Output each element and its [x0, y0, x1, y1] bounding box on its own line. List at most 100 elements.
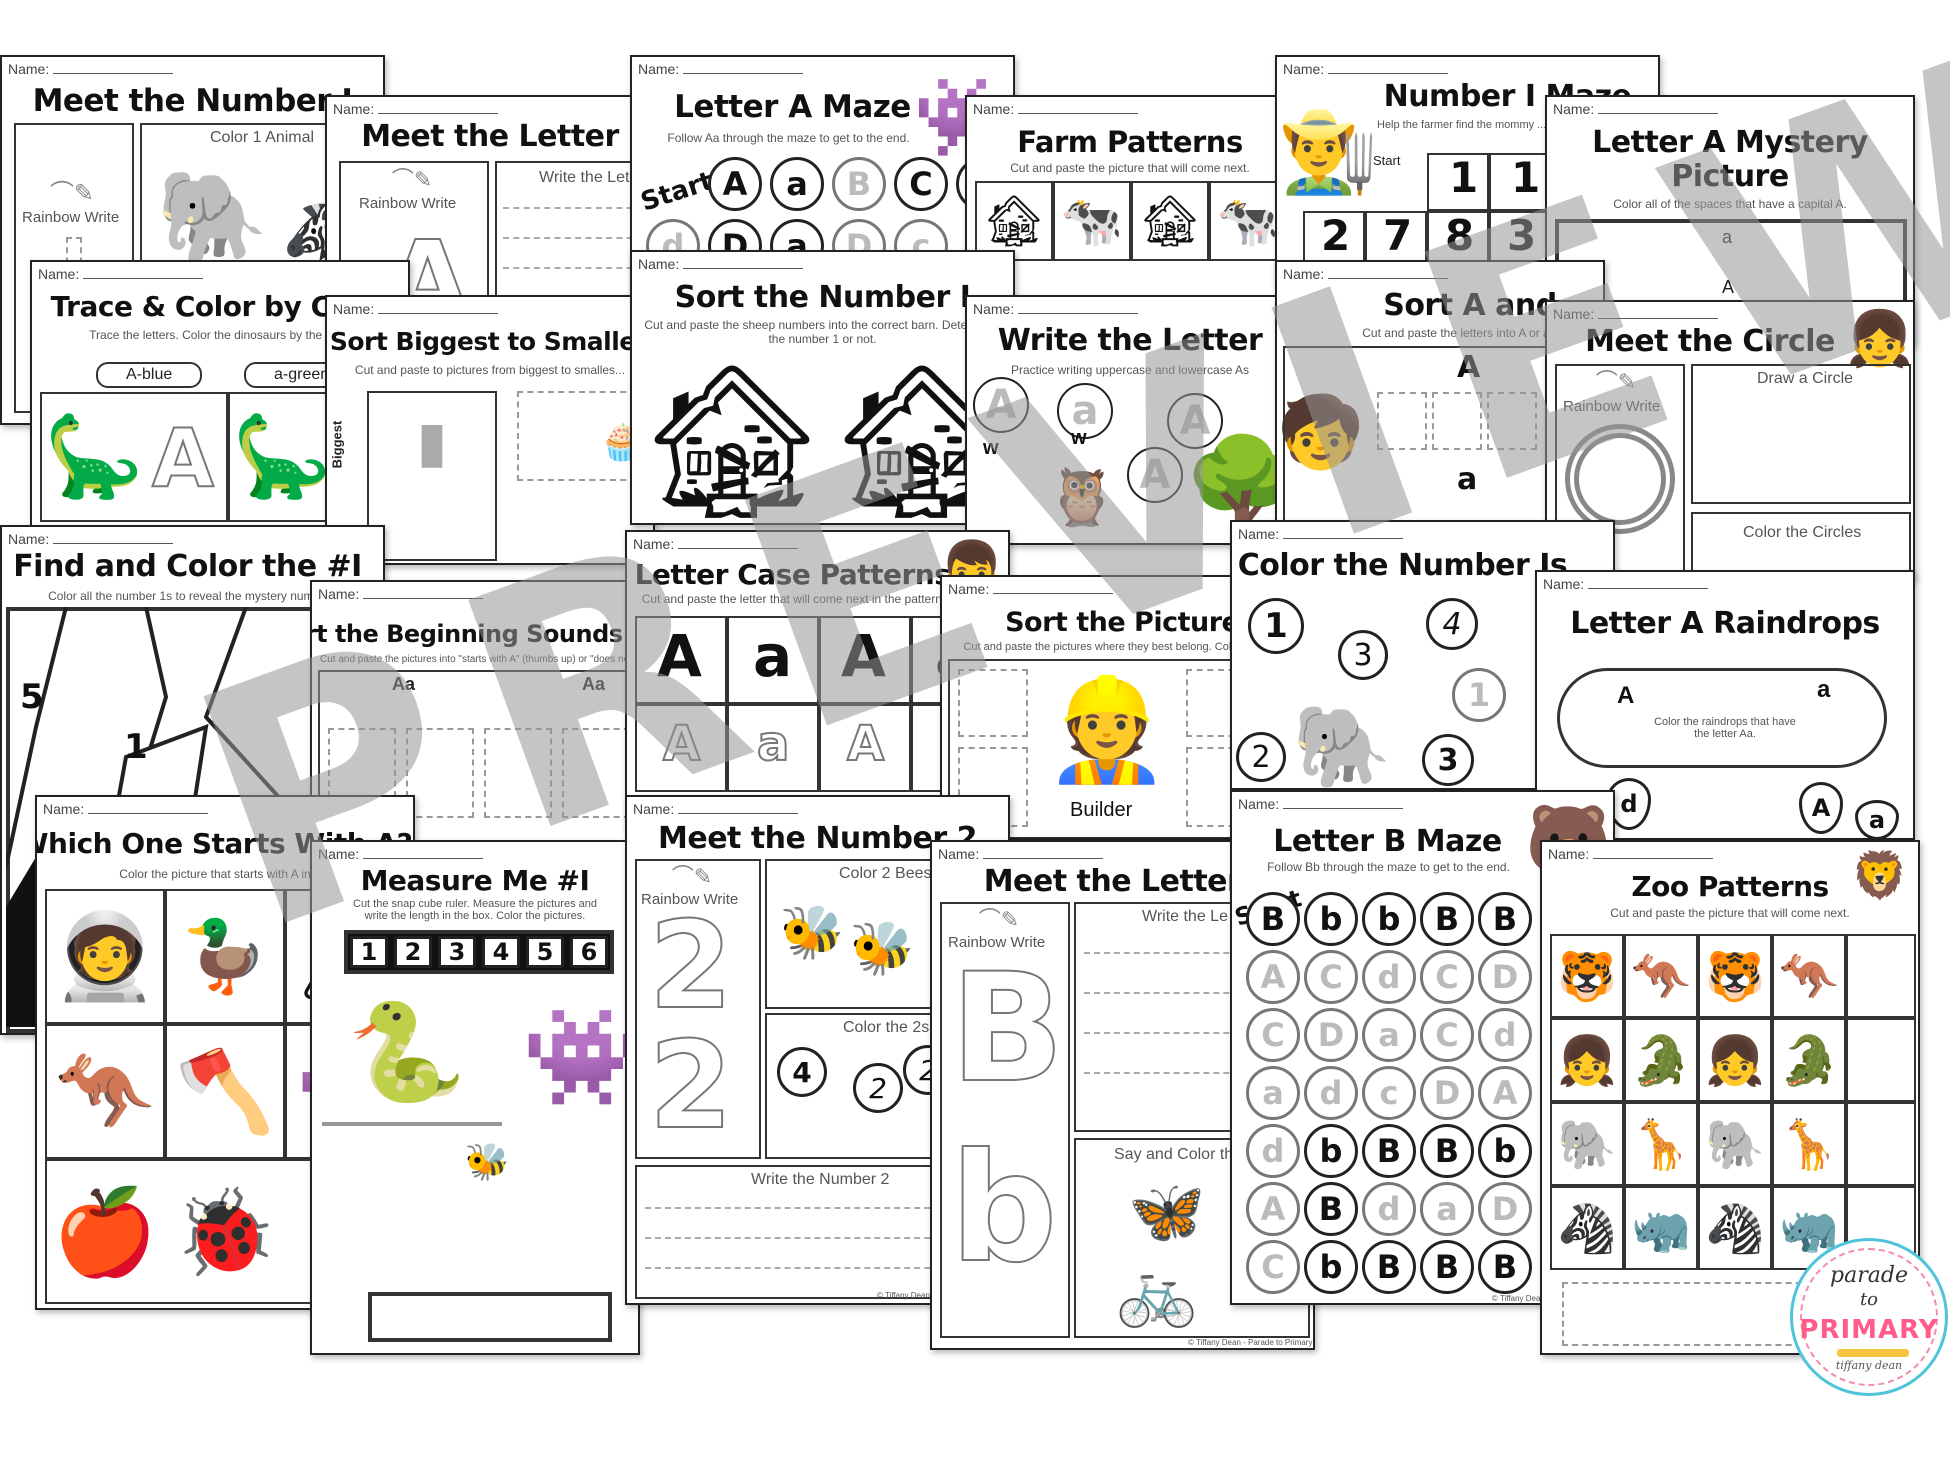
maze-circle: C	[1304, 950, 1358, 1004]
number-bubble: 1	[1248, 598, 1304, 654]
rainbow-icon: ⌒✎	[978, 908, 1020, 933]
trace-row	[503, 267, 643, 271]
name-label: Name:	[1283, 61, 1448, 77]
mystery-number: 5	[20, 677, 44, 717]
sheet-subtitle: Cut and paste the letter that will come …	[641, 592, 946, 606]
sheet-title: Sort the Beginning Sounds A	[312, 620, 638, 648]
name-label: Name:	[1543, 576, 1708, 592]
pattern-cell: 🦏	[1624, 1186, 1698, 1270]
sheet-title: Measure Me #I	[360, 864, 590, 897]
maze-circle: a	[1420, 1182, 1474, 1236]
sheet-title: Zoo Patterns	[1631, 870, 1829, 903]
sheet-title: Sort the Number I	[674, 280, 971, 315]
duck-icon: 🦆	[181, 914, 269, 997]
logo-signature: tiffany dean	[1835, 1359, 1903, 1372]
logo-line-1: parade	[1830, 1263, 1908, 1288]
answer-cell	[1846, 934, 1916, 1018]
name-label: Name:	[1553, 306, 1718, 322]
pattern-cell	[819, 704, 911, 792]
sheet-title: Letter A Mystery	[1592, 125, 1868, 160]
rainbow-label: Rainbow Write	[948, 934, 1046, 951]
pattern-cell	[635, 616, 727, 704]
pattern-cell	[635, 704, 727, 792]
number-bubble: 3	[1338, 630, 1388, 680]
sheet-subtitle: Follow Aa through the maze to get to the…	[667, 131, 910, 145]
cloud-letter: A	[1617, 682, 1635, 709]
name-label: Name:	[43, 801, 208, 817]
maze-circle: C	[1246, 1008, 1300, 1062]
sheet-subtitle: Follow Bb through the maze to get to the…	[1267, 860, 1510, 874]
girl-icon: 👧	[1846, 307, 1914, 370]
sort-heading-lower: a	[1457, 462, 1478, 497]
maze-circle: B	[1420, 1124, 1474, 1178]
snap-cube-ruler	[344, 930, 614, 974]
sheet-subtitle: Color the picture that starts with A in …	[119, 867, 331, 881]
trace-bubble: a	[1057, 383, 1113, 439]
sort-heading-upper: A	[1457, 350, 1481, 385]
trace-row	[1084, 992, 1299, 996]
sheet-title: Meet the Number I	[32, 83, 353, 119]
trace-row	[645, 1237, 990, 1241]
owl-icon: 🦉	[1047, 465, 1117, 530]
sheet-subtitle: Trace the letters. Color the dinosaurs b…	[89, 328, 351, 342]
cut-out-box	[1432, 392, 1482, 450]
rainbow-label: Rainbow Write	[1563, 398, 1661, 415]
mystery-number: 1	[124, 727, 148, 767]
builder-icon: 👷	[1044, 671, 1170, 788]
picture-cell	[165, 889, 285, 1024]
name-label: Name:	[38, 266, 203, 282]
pattern-cell: 🦘	[1624, 934, 1698, 1018]
cow-icon: 🐄	[1216, 191, 1280, 250]
sheet-title: Letter A Raindrops	[1570, 606, 1880, 641]
column-header: Aa	[392, 674, 416, 694]
brand-logo: parade to PRIMARY tiffany dean	[1790, 1238, 1948, 1396]
start-label: Start	[637, 166, 717, 218]
cut-strip	[1562, 1282, 1812, 1346]
maze-number: 7	[1383, 211, 1413, 260]
sort-column	[367, 391, 497, 561]
animal-icon: 🦒	[1631, 1116, 1691, 1173]
draw-panel	[1691, 364, 1911, 504]
sheet-title: Sort the Pictures	[1005, 607, 1255, 638]
snake-icon: 🐍	[347, 995, 467, 1108]
logo-ring	[1800, 1248, 1938, 1386]
sheet-title: Sort A and	[1383, 288, 1557, 323]
bee-icon: 🐝	[849, 918, 915, 979]
maze-circle: d	[1246, 1124, 1300, 1178]
sheet-measure-me: Name: Measure Me #I Cut the snap cube ru…	[310, 840, 640, 1355]
name-label: Name:	[938, 846, 1103, 862]
sheet-subtitle: Cut and paste the pictures where they be…	[963, 641, 1247, 653]
sheet-sort-biggest: Name: Sort Biggest to Smalles Cut and pa…	[325, 295, 655, 565]
maze-number: 3	[1507, 211, 1537, 260]
sheet-zoo-patterns: Name: Zoo Patterns Cut and paste the pic…	[1540, 840, 1920, 1355]
barn-icon: 🏚	[1138, 191, 1202, 250]
bees-label: Color 2 Bees	[839, 865, 932, 882]
ruler-cube: 1	[350, 936, 388, 968]
farmer-icon: 👨‍🌾	[1278, 105, 1378, 198]
copyright: © Tiffany Dean	[877, 1291, 930, 1300]
maze-circle: B	[1478, 892, 1532, 946]
maze-circle: D	[1478, 1182, 1532, 1236]
animal-icon: 🐘	[1557, 1116, 1617, 1173]
sheet-subtitle: Color all the number 1s to reveal the my…	[48, 589, 337, 603]
sheet-title: Color the Number Is	[1237, 548, 1568, 583]
sheet-title: Trace & Color by Co	[50, 290, 350, 323]
picture-cell	[45, 1024, 165, 1159]
animal-icon: 🐯	[1557, 948, 1617, 1005]
mystery-letter: A	[1722, 277, 1735, 297]
maze-circle: d	[1362, 950, 1416, 1004]
logo-line-3: PRIMARY	[1799, 1315, 1939, 1345]
axe-icon: 🪓	[175, 1045, 275, 1138]
maze-circle: b	[1304, 1240, 1358, 1294]
pattern-cell: 🦒	[1772, 1102, 1846, 1186]
maze-circle: D	[1420, 1066, 1474, 1120]
maze-circle: B	[1478, 1240, 1532, 1294]
maze-circle: a	[1246, 1066, 1300, 1120]
sheet-subtitle: Cut the snap cube ruler. Measure the pic…	[353, 898, 597, 922]
write-label: Write the Let	[539, 169, 630, 186]
write-label: Write the Number 2	[751, 1171, 890, 1188]
cone-scoop: 2	[853, 1063, 903, 1113]
maze-circle: B	[1362, 1124, 1416, 1178]
sheet-subtitle: Cut and paste the picture that will come…	[1010, 161, 1250, 175]
